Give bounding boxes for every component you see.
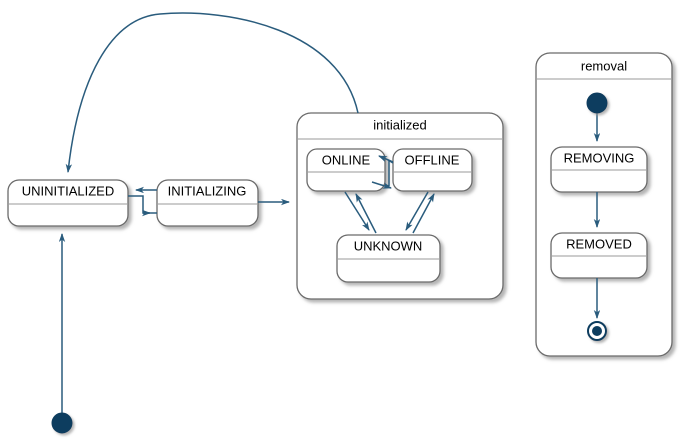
state-uninitialized-label: UNINITIALIZED [22, 183, 114, 198]
state-unknown[interactable]: UNKNOWN [336, 234, 441, 283]
region-initialized-title: initialized [373, 117, 426, 132]
transition-initialized-to-uninitialized [65, 12, 359, 173]
state-offline[interactable]: OFFLINE [392, 148, 473, 192]
state-initializing-box [156, 179, 259, 227]
state-removing-label: REMOVING [564, 150, 635, 165]
transition-online-to-unknown [344, 191, 370, 231]
state-removing[interactable]: REMOVING [550, 146, 648, 193]
state-online-label: ONLINE [322, 152, 371, 167]
transition-offline-to-unknown [405, 191, 429, 231]
state-online-box [306, 148, 386, 192]
initial-node-main[interactable] [51, 412, 73, 434]
state-unknown-label: UNKNOWN [354, 238, 423, 253]
transition-unknown-to-offline [412, 193, 435, 234]
state-removed-label: REMOVED [566, 236, 632, 251]
state-uninitialized-box [7, 179, 129, 227]
transition-online-to-offline [371, 181, 392, 189]
state-removed[interactable]: REMOVED [550, 232, 648, 279]
region-removal-box [535, 52, 673, 357]
transition-offline-to-online [378, 155, 394, 163]
final-node-core [592, 326, 602, 336]
state-online[interactable]: ONLINE [306, 148, 386, 192]
region-removal[interactable]: removal [535, 52, 673, 357]
initial-node-removal[interactable] [586, 92, 608, 114]
state-offline-label: OFFLINE [405, 152, 460, 167]
final-node-removal[interactable] [587, 321, 607, 341]
region-removal-title: removal [581, 58, 627, 73]
state-uninitialized[interactable]: UNINITIALIZED [7, 179, 129, 227]
state-initializing-label: INITIALIZING [168, 183, 247, 198]
state-initializing[interactable]: INITIALIZING [156, 179, 259, 227]
state-offline-box [392, 148, 473, 192]
transition-unknown-to-online [355, 193, 377, 234]
transition-uninitialized-to-initializing-seg [128, 195, 149, 214]
